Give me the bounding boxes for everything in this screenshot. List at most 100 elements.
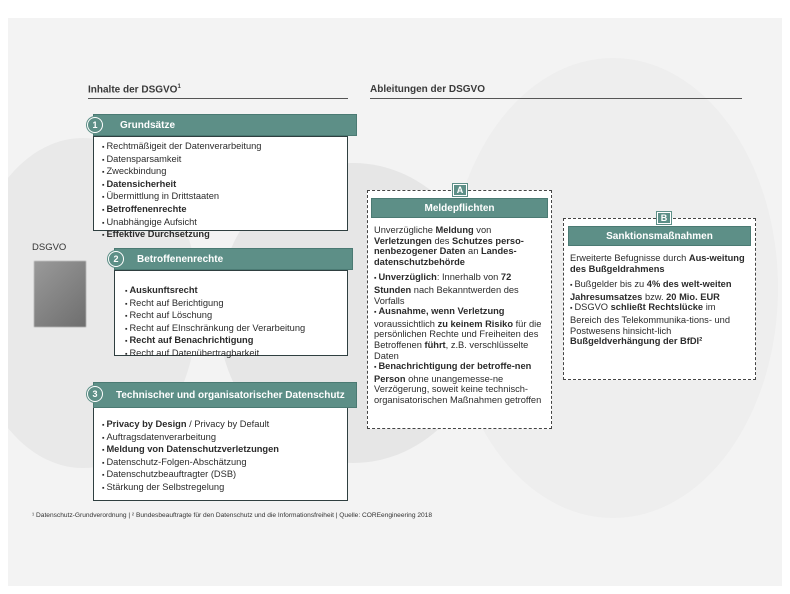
list-item-segment: zu keinem Risiko [437,318,513,329]
list-item: Datenschutzbeauftragter (DSB) [102,469,339,482]
list-item: Datenschutz-Folgen-Abschätzung [102,457,339,470]
list-item-segment: für die persönlichen Rechte und Freiheit… [374,318,542,350]
box-technischer-datenschutz-list: Privacy by Design / Privacy by DefaultAu… [102,419,339,495]
intro-segment: Unverzügliche [374,225,436,235]
header-meldepflichten: Meldepflichten [371,198,548,218]
list-item-segment: Datenschutz-Folgen-Abschätzung [106,456,247,467]
number-badge-3: 3 [87,386,103,402]
list-item-segment: im Bereich des Telekommunika-tions- und … [570,302,731,336]
section-title-left-text: Inhalte der DSGVO [88,84,178,96]
dsgvo-graphic [34,261,86,327]
list-item-segment: schließt Rechtslücke [610,302,704,313]
list-item-segment: Auftragsdatenverarbeitung [106,431,217,442]
list-item-segment: Privacy by Design [106,419,187,429]
list-item: Datensicherheit [102,179,339,192]
intro-segment: Erweiterte Befugnisse durch [570,253,689,263]
list-item-segment: Unverzüglich [378,272,437,283]
sanktionsmassnahmen-intro: Erweiterte Befugnisse durch Aus-weitung … [570,253,747,274]
list-item-segment: Ausnahme, wenn Verletzung [378,306,505,317]
list-item: Unabhängige Aufsicht [102,217,339,230]
box-grundsaetze: Rechtmäßigeit der DatenverarbeitungDaten… [93,136,348,239]
list-item-segment: Effektive Durchsetzung [106,229,210,240]
list-item-segment: voraussichtlich [374,318,438,329]
list-item-segment: 4% des welt-weiten Jahresumsatzes [570,279,732,302]
list-item-segment: Recht auf Berichtigung [129,297,224,308]
intro-segment: Verletzungen [374,235,432,246]
section-rule-right [370,98,742,99]
box-betroffenenrechte-list: AuskunftsrechtRecht auf BerichtigungRech… [125,285,339,361]
list-item-segment: / Privacy by Default [186,419,270,429]
intro-segment: von [473,225,492,235]
header-technischer-datenschutz: Technischer und organisatorischer Datens… [93,382,357,408]
list-item: Recht auf Berichtigung [125,298,339,311]
header-betroffenenrechte: Betroffenenrechte [114,248,353,270]
box-technischer-datenschutz: Privacy by Design / Privacy by DefaultAu… [93,404,348,501]
list-item: Stärkung der Selbstregelung [102,482,339,495]
header-grundsaetze: Grundsätze [93,114,357,136]
list-item-segment: nach Bekanntwerden des Vorfalls [374,284,519,306]
side-label: DSGVO [32,242,67,253]
list-item: Recht auf Löschung [125,310,339,323]
list-item-segment: Datensparsamkeit [106,153,182,164]
list-item-segment: bzw. [642,291,667,302]
box-meldepflichten: Unverzügliche Meldung von Verletzungen d… [367,190,552,429]
number-badge-1: 1 [87,117,103,133]
list-item-segment: : Innerhalb von [436,272,501,283]
list-item-segment: Betroffenenrechte [106,203,187,214]
box-grundsaetze-list: Rechtmäßigeit der DatenverarbeitungDaten… [102,141,339,242]
list-item-segment: Zweckbindung [106,166,167,177]
list-item: Unverzüglich: Innerhalb von 72 Stunden n… [374,272,543,306]
sanktionsmassnahmen-list: Bußgelder bis zu 4% des welt-weiten Jahr… [570,279,747,347]
list-item-segment: Recht auf Datenübertragbarkeit [129,347,260,358]
list-item-segment: führt [424,339,446,350]
list-item: Datensparsamkeit [102,154,339,167]
number-badge-2: 2 [108,251,124,267]
list-item: Bußgelder bis zu 4% des welt-weiten Jahr… [570,279,747,302]
intro-segment: des [431,235,453,246]
list-item-segment: ohne unangemesse-ne Verzögerung, soweit … [374,373,542,405]
section-rule-left [88,98,348,99]
header-sanktionsmassnahmen: Sanktionsmaßnahmen [568,226,751,246]
list-item-segment: Bußgeldverhängung der BfDI [570,336,700,347]
list-item-segment: 72 Stunden [374,272,512,295]
footnote: ¹ Datenschutz-Grundverordnung | ² Bundes… [32,512,433,519]
list-item-segment: Stärkung der Selbstregelung [106,481,225,492]
list-item: Zweckbindung [102,166,339,179]
list-item-segment: Recht auf EInschränkung der Verarbeitung [129,322,306,333]
list-item-segment: Datenschutzbeauftragter (DSB) [106,469,237,480]
list-item-segment: Recht auf Löschung [129,310,213,321]
list-item-segment: Unabhängige Aufsicht [106,216,197,227]
list-item: Meldung von Datenschutzverletzungen [102,444,339,457]
list-item-segment: ² [699,336,703,347]
list-item: Ausnahme, wenn Verletzung voraussichtlic… [374,306,543,361]
letter-badge-a: A [453,184,467,196]
meldepflichten-list: Unverzüglich: Innerhalb von 72 Stunden n… [374,272,543,405]
list-item: Benachrichtigung der betroffe-nen Person… [374,361,543,405]
list-item: DSGVO schließt Rechtslücke im Bereich de… [570,302,747,346]
list-item: Privacy by Design / Privacy by Default [102,419,339,432]
list-item: Betroffenenrechte [102,204,339,217]
section-title-sup: 1 [177,84,181,90]
list-item: Auftragsdatenverarbeitung [102,432,339,445]
intro-segment: an [465,246,481,257]
list-item: Recht auf EInschränkung der Verarbeitung [125,323,339,336]
meldepflichten-intro: Unverzügliche Meldung von Verletzungen d… [374,225,543,267]
intro-segment: Landes-datenschutzbehörde [374,246,517,267]
list-item-segment: DSGVO [574,302,611,313]
intro-segment: Aus-weitung des Bußgeldrahmens [570,253,745,274]
list-item-segment: 20 Mio. EUR [666,291,720,302]
list-item-segment: Datensicherheit [106,178,177,189]
list-item-segment: Auskunftsrecht [129,285,198,295]
list-item-segment: Meldung von Datenschutzverletzungen [106,444,279,455]
list-item: Auskunftsrecht [125,285,339,298]
box-betroffenenrechte: AuskunftsrechtRecht auf BerichtigungRech… [114,270,348,358]
list-item-segment: , z.B. verschlüsselte Daten [374,339,529,361]
list-item-segment: Recht auf Benachrichtigung [129,335,254,346]
list-item-segment: Bußgelder bis zu [574,279,647,290]
section-title-left: Inhalte der DSGVO1 [88,84,181,95]
list-item: Effektive Durchsetzung [102,229,339,242]
list-item-segment: Benachrichtigung der betroffe-nen Person [374,361,532,384]
list-item: Recht auf Benachrichtigung [125,335,339,348]
intro-segment: Meldung [435,225,474,235]
list-item: Übermittlung in Drittstaaten [102,191,339,204]
